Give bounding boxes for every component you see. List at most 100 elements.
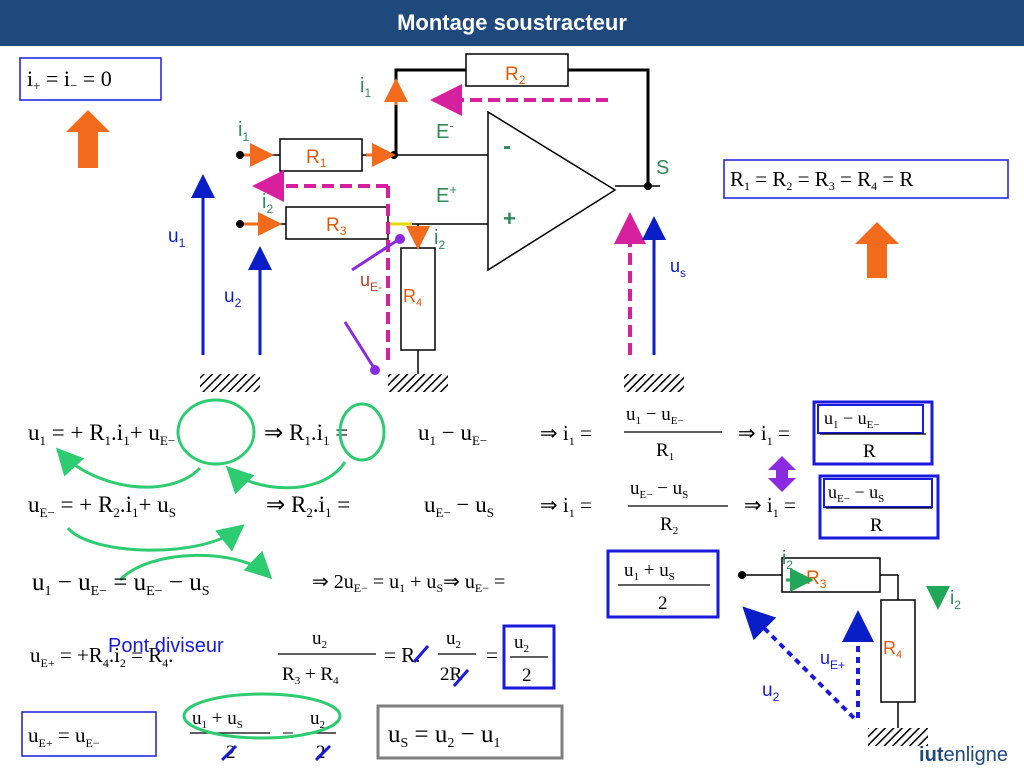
divider-node (738, 571, 746, 579)
equation-row-1: u1 = + R1.i1+ uE− ⇒ R1.i1 = u1 − uE− ⇒ i… (28, 404, 790, 463)
up-arrow-right (855, 222, 899, 278)
svg-text:u2: u2 (312, 628, 327, 651)
highlight-ue-row1 (176, 398, 256, 466)
divider-label-i2-a: i2 (782, 548, 793, 572)
svg-text:⇒ i1 =: ⇒ i1 = (744, 493, 796, 520)
highlight-r1i1-row1 (338, 402, 386, 462)
label-i1-left: i1 (238, 119, 249, 144)
label-i2-right: i2 (434, 227, 445, 252)
label-u2: u2 (224, 286, 242, 310)
label-i1-top: i1 (360, 75, 371, 100)
result-box-3 (606, 549, 720, 619)
ground-middle (388, 374, 448, 392)
ue-pointer-dot-bottom (370, 365, 380, 375)
highlight-final (182, 692, 342, 740)
svg-text:i+ = i− = 0: i+ = i− = 0 (27, 66, 112, 93)
svg-text:u1 − uE−: u1 − uE− (418, 420, 487, 448)
green-arrow-row1-b (225, 461, 347, 495)
svg-text:⇒ i1 =: ⇒ i1 = (540, 493, 592, 520)
label-r1: R1 (306, 147, 327, 170)
op-amp (487, 110, 617, 272)
result-3-denominator: 2 (658, 593, 668, 614)
label-e-plus: E+ (436, 182, 457, 207)
node-inverting (390, 151, 398, 159)
iut-enligne-logo: iutenligne (919, 744, 1008, 766)
svg-text:u1 = + R1.i1+ uE−: u1 = + R1.i1+ uE− (28, 420, 175, 448)
divider-circuit (742, 574, 899, 728)
svg-text:R3 + R4: R3 + R4 (282, 664, 339, 687)
label-s: S (656, 157, 669, 179)
feedback-dashed-arrows (252, 84, 646, 360)
svg-text:= R.: = R. (384, 643, 420, 667)
cancel-mark-2b (314, 744, 332, 762)
ue-pointer (343, 238, 399, 369)
double-arrow-equal (768, 456, 796, 492)
ground-left (200, 374, 260, 392)
result-1-denominator: R (863, 441, 876, 462)
resistor-r3 (285, 206, 389, 240)
divider-resistor-r3 (781, 557, 881, 593)
green-arrow-row1-a (55, 447, 202, 489)
svg-text:u2: u2 (310, 708, 325, 731)
node-left-top (236, 151, 244, 159)
svg-text:2: 2 (316, 742, 326, 763)
divider-label-u2: u2 (762, 680, 780, 704)
equation-resistors-equal: R1 = R2 = R3 = R4 = R (723, 159, 1009, 199)
result-1-numerator: u1 − uE− (824, 408, 880, 431)
svg-text:⇒ i1 =: ⇒ i1 = (540, 421, 592, 448)
equation-ue-equal: uE+ = uE− (21, 711, 157, 757)
green-arrow-row2-b (118, 550, 273, 582)
label-r2: R2 (505, 64, 526, 87)
divider-label-r4: R4 (883, 638, 902, 661)
label-e-minus: E- (436, 118, 454, 143)
page-title: Montage soustracteur (0, 0, 1024, 46)
result-2-denominator: R (870, 515, 883, 536)
svg-text:=: = (282, 723, 294, 747)
cancel-mark-r1 (412, 645, 430, 663)
equation-row-3: u1 − uE− = uE− − uS ⇒ 2uE− = u1 + uS⇒ uE… (32, 569, 505, 599)
svg-text:⇒ i1 =: ⇒ i1 = (738, 421, 790, 448)
green-arrow-row2-a (66, 524, 245, 552)
svg-text:R2: R2 (660, 514, 678, 537)
equation-row-4: uE+ = +R4.i2 = R4. u2 R3 + R4 = R. u2 2R… (30, 628, 498, 687)
svg-text:u1 − uE−: u1 − uE− (626, 404, 684, 427)
resistor-r2 (465, 53, 569, 87)
node-output (644, 182, 652, 190)
svg-text:R1 = R2 = R3 = R4 = R: R1 = R2 = R3 = R4 = R (730, 167, 913, 193)
cancel-mark-2a (220, 744, 238, 762)
divider-voltage-arrows (742, 606, 874, 720)
svg-text:2R: 2R (440, 664, 463, 685)
svg-text:uE− − uS: uE− − uS (424, 492, 494, 520)
result-box-2-inner (823, 478, 933, 508)
divider-label-ue-plus: uE+ (820, 648, 845, 672)
equation-currents-zero: i+ = i− = 0 (19, 57, 162, 101)
current-arrows (244, 78, 430, 250)
svg-text:u1 + uS: u1 + uS (192, 708, 243, 731)
svg-text:uE− = + R2.i1+ uS: uE− = + R2.i1+ uS (28, 492, 176, 520)
resistor-r1 (279, 138, 363, 172)
note-pont-diviseur: Pont diviseur (108, 635, 224, 657)
svg-text:R1: R1 (656, 440, 674, 463)
divider-label-i2-b: i2 (950, 588, 961, 612)
voltage-arrows (191, 174, 666, 355)
divider-ground (868, 728, 928, 746)
result-2-numerator: uE− − uS (828, 482, 884, 505)
svg-text:uE− − uS: uE− − uS (630, 478, 688, 501)
resistor-r4 (400, 247, 436, 351)
svg-text:⇒ R2.i1 =: ⇒ R2.i1 = (266, 492, 350, 520)
label-u1: u1 (168, 226, 186, 250)
label-r4: R4 (403, 286, 422, 309)
svg-text:u1 − uE− = uE− − uS: u1 − uE− = uE− − uS (32, 569, 210, 599)
equation-us-result: uS = u2 − u1 (376, 704, 564, 760)
result-4-denominator: 2 (522, 665, 532, 686)
equation-final-ratio: u1 + uS 2 = u2 2 (190, 708, 336, 763)
result-box-1-inner (817, 404, 924, 434)
result-3-numerator: u1 + uS (624, 560, 675, 583)
label-us: us (670, 256, 686, 280)
svg-text:uE+ = +R4.i2 = R4.: uE+ = +R4.i2 = R4. (30, 643, 174, 670)
svg-text:=: = (486, 643, 498, 667)
svg-text:⇒ 2uE− = u1 + uS⇒ uE− =: ⇒ 2uE− = u1 + uS⇒ uE− = (312, 571, 505, 595)
minus-sign: - (503, 133, 511, 160)
node-left-bottom (236, 220, 244, 228)
